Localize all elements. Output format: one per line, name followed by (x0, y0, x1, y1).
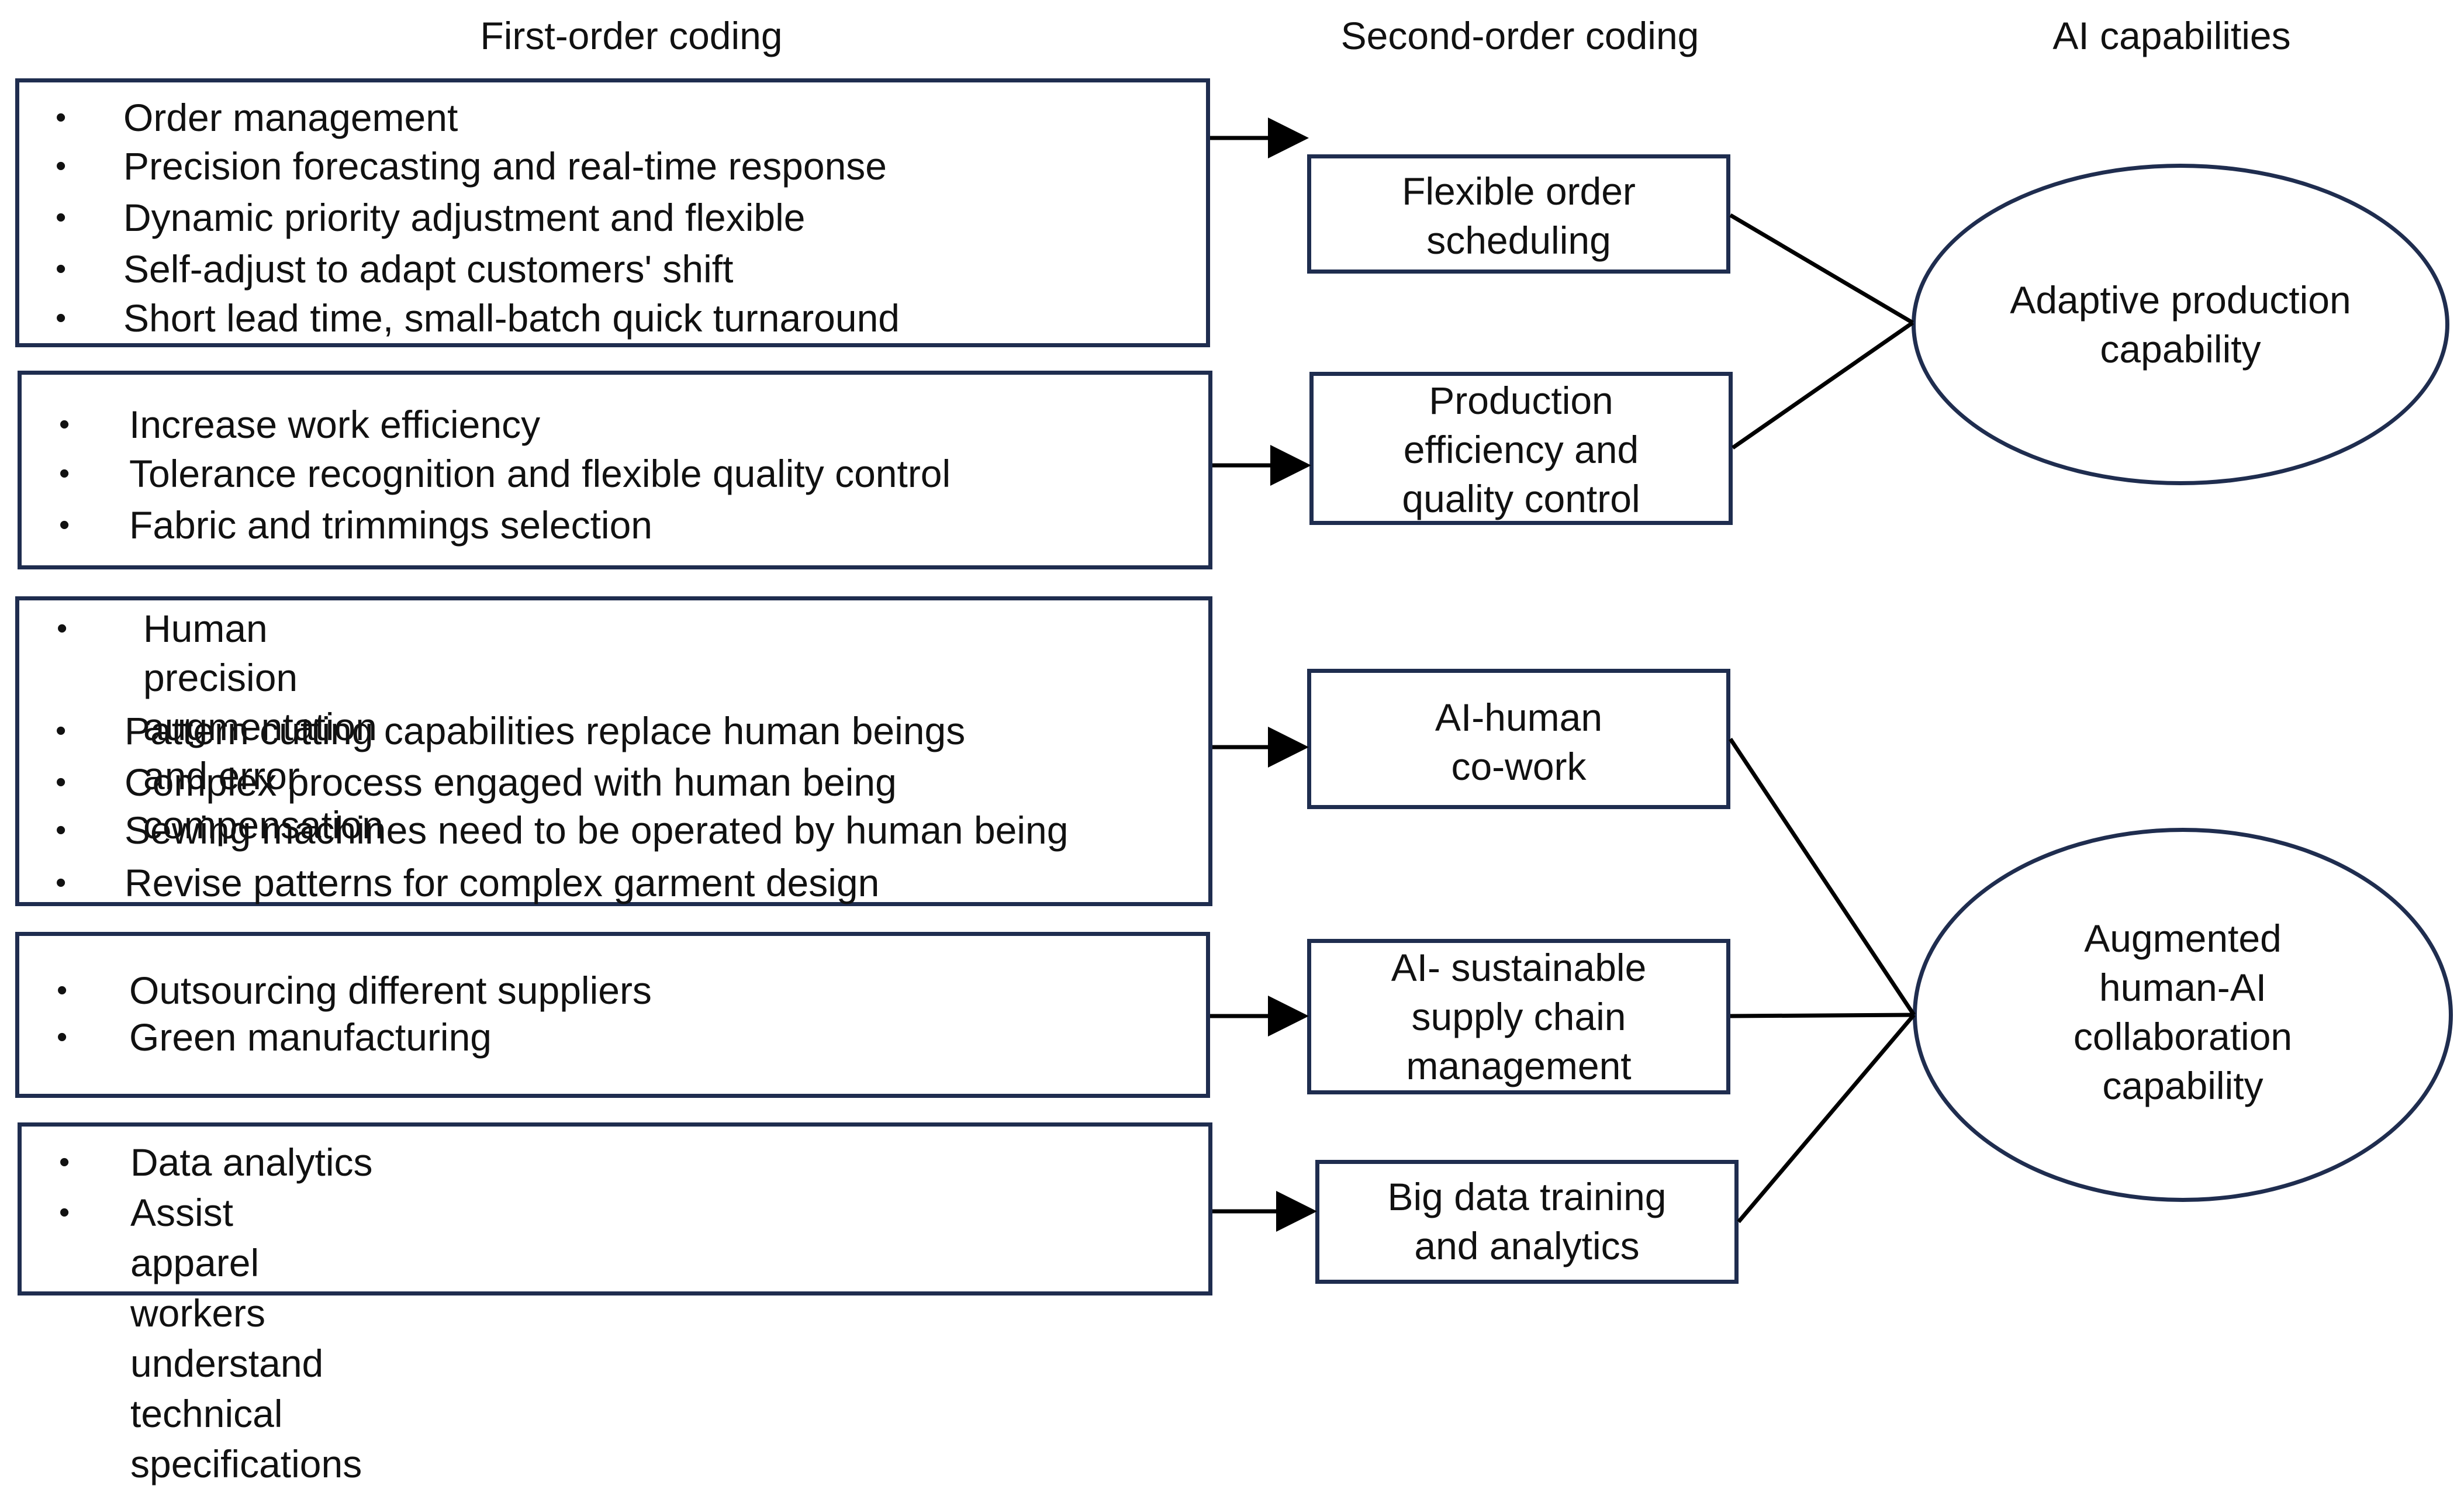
bullet-icon: • (56, 252, 67, 286)
bullet-icon: • (59, 407, 70, 441)
bullet-icon: • (56, 765, 67, 799)
second-order-box-big-data-training: Big data training and analytics (1315, 1160, 1739, 1284)
second-order-label: Big data training and analytics (1387, 1175, 1667, 1267)
second-order-box-ai-human-co-work: AI-human co-work (1307, 669, 1730, 809)
bullet-icon: • (59, 1145, 70, 1179)
bullet-icon: • (57, 973, 68, 1007)
first-order-item-text: Pattern cutting capabilities replace hum… (125, 709, 966, 752)
first-order-box-4: • Outsourcing different suppliers • Gree… (15, 932, 1210, 1098)
capability-augmented-human-ai: Augmented human-AI collaboration capabil… (1913, 828, 2453, 1202)
second-order-label: AI- sustainable supply chain management (1391, 946, 1647, 1087)
link-connector (1730, 1013, 1914, 1018)
header-second-order-coding: Second-order coding (1340, 14, 1699, 57)
link-connector (1732, 321, 1914, 450)
header-first-order-coding: First-order coding (480, 14, 783, 57)
capability-label: Adaptive production capability (2010, 278, 2351, 371)
first-order-item-text: Complex process engaged with human being (125, 761, 897, 804)
coding-diagram: First-order coding Second-order coding A… (15, 14, 2453, 1485)
header-ai-capabilities: AI capabilities (2052, 14, 2291, 57)
link-connector (1729, 738, 1916, 1016)
connector-layer (1210, 118, 1916, 1232)
link-connector (1737, 1013, 1916, 1224)
bullet-icon: • (56, 714, 67, 748)
bullet-icon: • (56, 813, 67, 847)
first-order-item-text: Sewing machines need to be operated by h… (125, 809, 1069, 852)
first-order-item-text: Order management (123, 96, 458, 139)
bullet-icon: • (57, 1020, 68, 1054)
first-order-box-1: • Order management • Precision forecasti… (15, 78, 1210, 347)
link-connector (1729, 213, 1914, 325)
first-order-item-text: Short lead time, small-batch quick turna… (123, 296, 900, 340)
first-order-item-text: Outsourcing different suppliers (129, 969, 652, 1012)
bullet-icon: • (56, 866, 67, 900)
second-order-box-production-efficiency: Production efficiency and quality contro… (1309, 372, 1733, 525)
bullet-icon: • (56, 101, 67, 134)
second-order-label: AI-human co-work (1435, 696, 1603, 788)
bullet-icon: • (59, 508, 70, 542)
bullet-icon: • (56, 301, 67, 335)
first-order-item-text: Fabric and trimmings selection (129, 503, 652, 547)
first-order-item-text: Dynamic priority adjustment and flexible (123, 196, 806, 239)
bullet-icon: • (56, 149, 67, 183)
first-order-item-text: Human precision augmentation and error c… (143, 607, 383, 847)
capability-label: Augmented human-AI collaboration capabil… (2073, 917, 2293, 1107)
first-order-box-3: • Human precision augmentation and error… (15, 596, 1212, 906)
bullet-icon: • (59, 1196, 70, 1229)
bullet-icon: • (56, 201, 67, 234)
bullet-icon: • (57, 612, 68, 645)
second-order-box-sustainable-supply-chain: AI- sustainable supply chain management (1307, 939, 1730, 1094)
first-order-item-text: Green manufacturing (129, 1015, 492, 1059)
second-order-label: Production efficiency and quality contro… (1402, 379, 1640, 520)
bullet-icon: • (59, 457, 70, 490)
first-order-item-text: Revise patterns for complex garment desi… (125, 861, 880, 904)
first-order-item-text: Tolerance recognition and flexible quali… (129, 452, 951, 495)
first-order-item-text: Precision forecasting and real-time resp… (123, 144, 887, 188)
first-order-item-text: Increase work efficiency (129, 403, 541, 446)
second-order-label: Flexible order scheduling (1402, 170, 1636, 262)
first-order-box-2: • Increase work efficiency • Tolerance r… (18, 371, 1212, 569)
first-order-item-text: Self-adjust to adapt customers' shift (123, 247, 734, 291)
first-order-item-text: Data analytics (130, 1141, 373, 1184)
second-order-box-flexible-order-scheduling: Flexible order scheduling (1307, 154, 1730, 274)
